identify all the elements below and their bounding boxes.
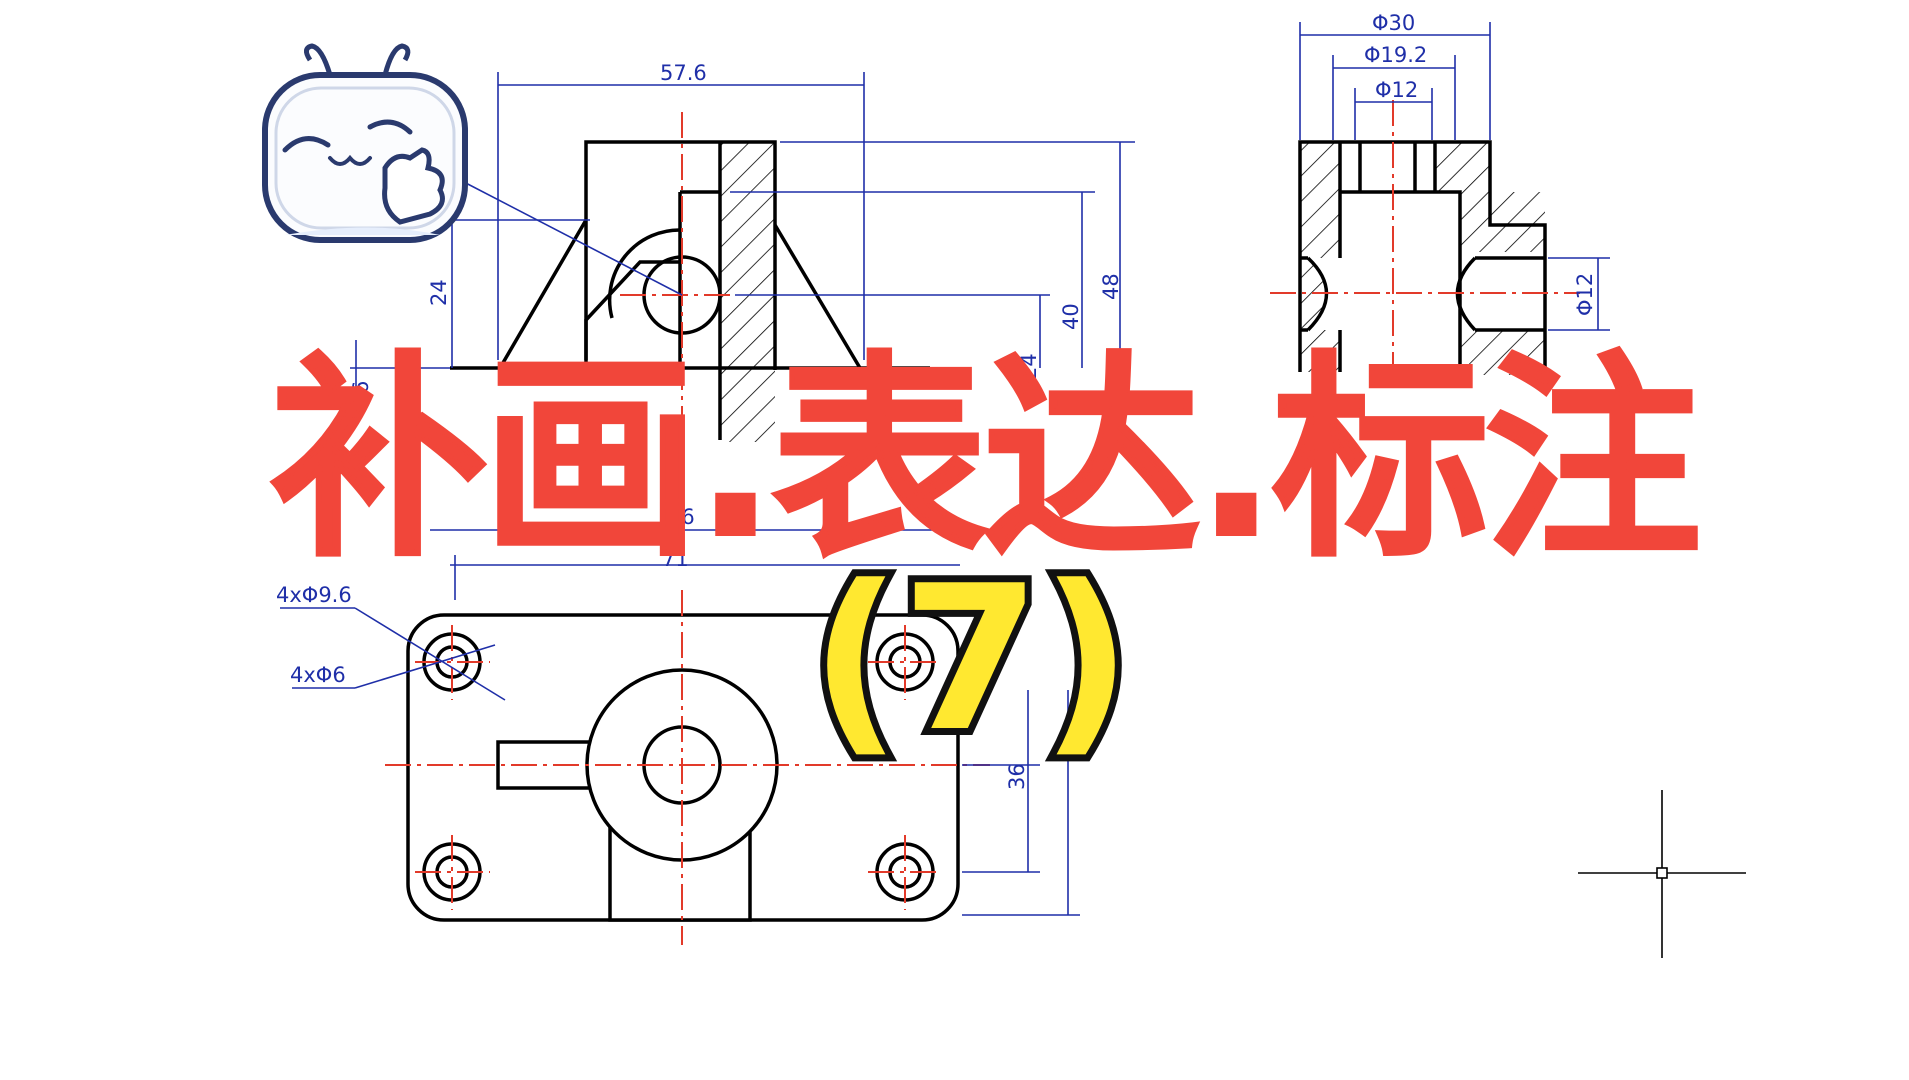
top-centerlines xyxy=(385,590,990,945)
dim-dia-12-top: Φ12 xyxy=(1375,78,1418,102)
side-view: Φ30 Φ19.2 Φ12 Φ12 xyxy=(1270,11,1610,380)
overlay-title: 补画.表达.标注 xyxy=(269,334,1703,587)
bilibili-tv-mascot-thumbs-up-icon xyxy=(262,43,468,243)
callout-holes-large: 4xΦ9.6 xyxy=(276,583,352,607)
front-view: 57.6 48 40 24 24 6 86 71 xyxy=(349,61,1135,600)
dim-height-24-right: 24 xyxy=(1017,353,1041,380)
front-centerlines xyxy=(620,112,735,440)
dim-partial-71: 71 xyxy=(662,547,689,571)
cad-crosshair-cursor-icon xyxy=(1578,790,1746,958)
top-dimension-lines xyxy=(280,607,1080,916)
side-dimension-lines xyxy=(1299,22,1610,331)
dim-partial-36: 36 xyxy=(1005,763,1029,790)
dim-dia-30: Φ30 xyxy=(1372,11,1415,35)
front-dimension-lines xyxy=(350,72,1135,600)
dim-dia-12-side: Φ12 xyxy=(1573,273,1597,316)
side-hatch-bottom-right xyxy=(1460,330,1545,375)
dim-height-48: 48 xyxy=(1099,273,1123,300)
dim-base-6: 6 xyxy=(349,381,373,394)
side-centerlines xyxy=(1270,100,1580,380)
dim-width-top: 57.6 xyxy=(660,61,707,85)
dim-height-24-left: 24 xyxy=(427,279,451,306)
dim-dia-19-2: Φ19.2 xyxy=(1364,43,1427,67)
side-hatch-top-right xyxy=(1435,142,1490,192)
side-outline xyxy=(1298,140,1547,372)
dim-height-40: 40 xyxy=(1059,303,1083,330)
callout-holes-small: 4xΦ6 xyxy=(290,663,346,687)
side-hatch-right xyxy=(1460,192,1545,252)
dim-partial-86: 86 xyxy=(668,505,695,529)
top-view: 4xΦ9.6 4xΦ6 36 xyxy=(276,583,1080,945)
episode-number-badge: (7) xyxy=(803,543,1139,776)
